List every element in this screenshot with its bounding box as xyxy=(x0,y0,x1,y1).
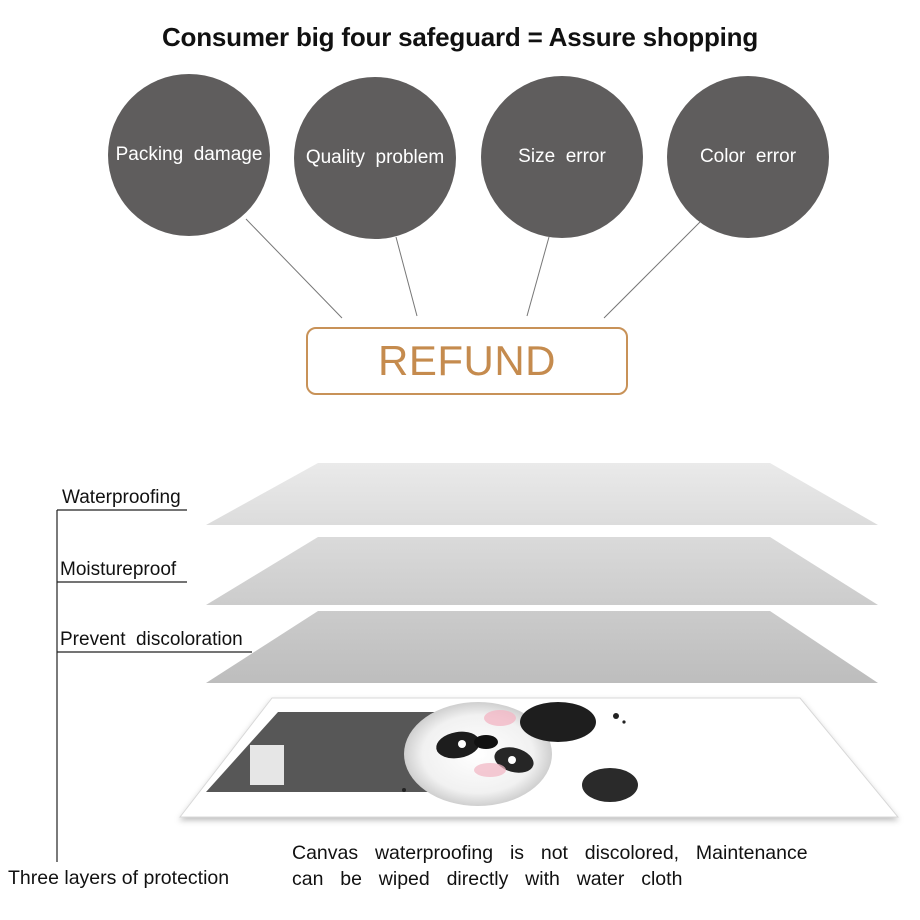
circle-label: Packing damage xyxy=(115,144,263,165)
refund-box: REFUND xyxy=(306,327,628,395)
label-three-layers: Three layers of protection xyxy=(8,867,230,889)
connector-line xyxy=(395,236,418,317)
description-line-2: can be wiped directly with water cloth xyxy=(292,868,683,890)
canvas-print-image xyxy=(178,697,900,818)
label-moistureproof: Moistureproof xyxy=(60,559,177,580)
circle-packing-damage: Packing damage xyxy=(108,74,270,236)
page-title: Consumer big four safeguard = Assure sho… xyxy=(161,22,759,52)
connector-line xyxy=(526,236,550,317)
circle-size-error: Size error xyxy=(481,76,643,238)
circle-label: Size error xyxy=(518,146,606,167)
connector-line xyxy=(245,218,343,319)
circle-label: Quality problem xyxy=(305,147,445,168)
layer-prevent-discoloration xyxy=(206,611,878,683)
description-line-1: Canvas waterproofing is not discolored, … xyxy=(292,842,808,864)
layer-waterproofing xyxy=(206,463,878,525)
label-prevent-discoloration: Prevent discoloration xyxy=(60,629,243,650)
circle-color-error: Color error xyxy=(667,76,829,238)
protection-bracket xyxy=(56,509,252,862)
description-text: Canvas waterproofing is not discolored, … xyxy=(292,840,808,892)
circle-label: Color error xyxy=(699,146,797,167)
layer-moistureproof xyxy=(206,537,878,605)
connector-lines xyxy=(245,218,701,319)
circle-quality-problem: Quality problem xyxy=(294,77,456,239)
connector-line xyxy=(603,221,701,319)
refund-label: REFUND xyxy=(378,337,556,384)
label-waterproofing: Waterproofing xyxy=(62,487,181,508)
